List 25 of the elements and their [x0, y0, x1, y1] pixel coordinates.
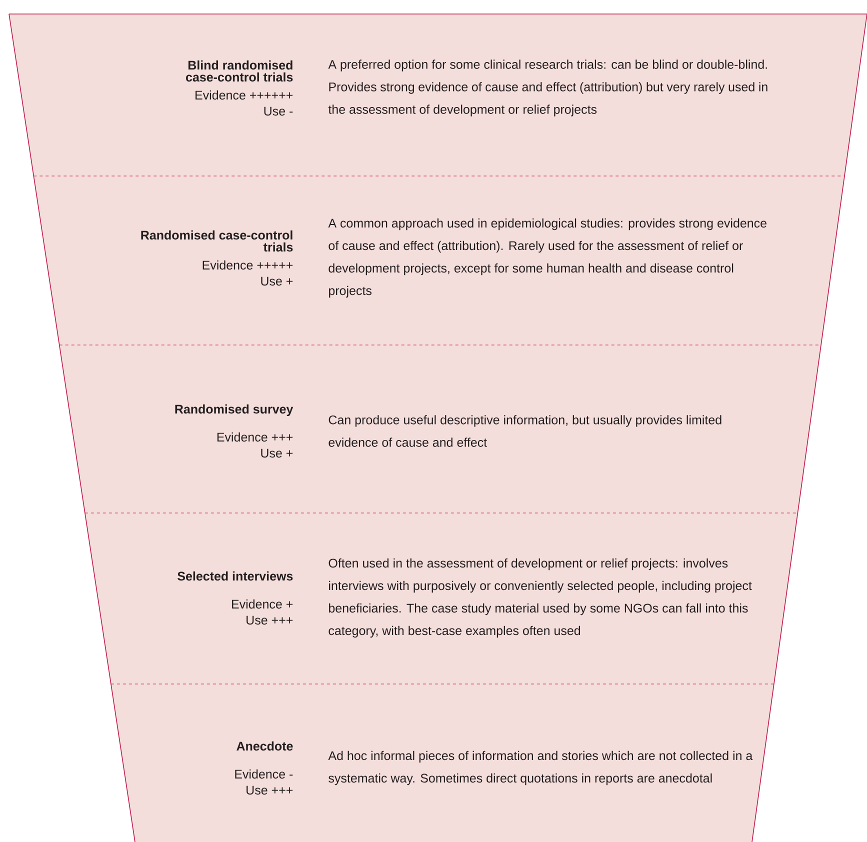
node-label: Use +++ [246, 786, 293, 795]
node-label: Use + [261, 448, 293, 458]
node-label: A common approach used in epidemiological studies: provides strong evidence of cause and effect (attribution). Rarely used for the assessment of relief or development projects, except for some human health and disease control projects [328, 218, 766, 298]
node-label: Randomised case-control trials [141, 230, 293, 252]
node-label: A preferred option for some clinical research trials: can be blind or double-blind. Provides strong evidence of cause and effect (attribution) but very rarely used in the assessment of development or relief projects [328, 60, 768, 116]
node-label: Evidence +++++ [202, 260, 293, 270]
node-label: Use +++ [246, 616, 293, 625]
node-label: Often used in the assessment of development or relief projects: involves interviews with purposively or conveniently selected people, including project beneficiaries. The case study material used by some NGOs can fall into this category, with best-case examples often used [328, 558, 752, 638]
node-label: Use + [261, 276, 293, 286]
node-label: Anecdote [236, 741, 293, 751]
node-label: Selected interviews [178, 571, 293, 581]
node-label: Evidence ++++++ [196, 90, 293, 100]
funnel-band: Selected interviews Evidence + Use +++ Often used in the assessment of development or relief projects: involves interviews with purposively or conveniently selected people, including project beneficiaries. The case study material used by some NGOs can fall into this category, with best-case examples often used [84, 513, 798, 684]
node-label: Blind randomised case-control trials [186, 60, 293, 82]
node-label: Evidence - [235, 769, 293, 779]
node-label: Can produce useful descriptive information, but usually provides limited evidence of cause and effect [328, 415, 722, 447]
node-label: Evidence +++ [217, 432, 293, 442]
node-label: Ad hoc informal pieces of information and stories which are not collected in a systematic way. Sometimes direct quotations in reports are anecdotal [328, 750, 753, 786]
funnel-band: Randomised case-control trials Evidence +++++ Use + A common approach used in epidemiological studies: provides strong evidence of cause and effect (attribution). Rarely used for the assessment of relief or development projects, except for some human health and disease control projects [34, 176, 844, 345]
node-label: Randomised survey [175, 404, 294, 416]
funnel-band: Anecdote Evidence - Use +++ Ad hoc informal pieces of information and stories which are not collected in a systematic way. Sometimes direct quotations in reports are anecdotal [110, 684, 774, 842]
funnel-band: Randomised survey Evidence +++ Use + Can produce useful descriptive information, but usually provides limited evidence of cause and effect [59, 345, 822, 513]
node-label: Evidence + [232, 599, 293, 609]
node-label: Use - [264, 106, 293, 116]
funnel-band: Blind randomised case-control trials Evidence ++++++ Use - A preferred option for some clinical research trials: can be blind or double-blind. Provides strong evidence of cause and effect (attribution) but very rarely used in the assessment of development or relief projects [9, 14, 867, 176]
